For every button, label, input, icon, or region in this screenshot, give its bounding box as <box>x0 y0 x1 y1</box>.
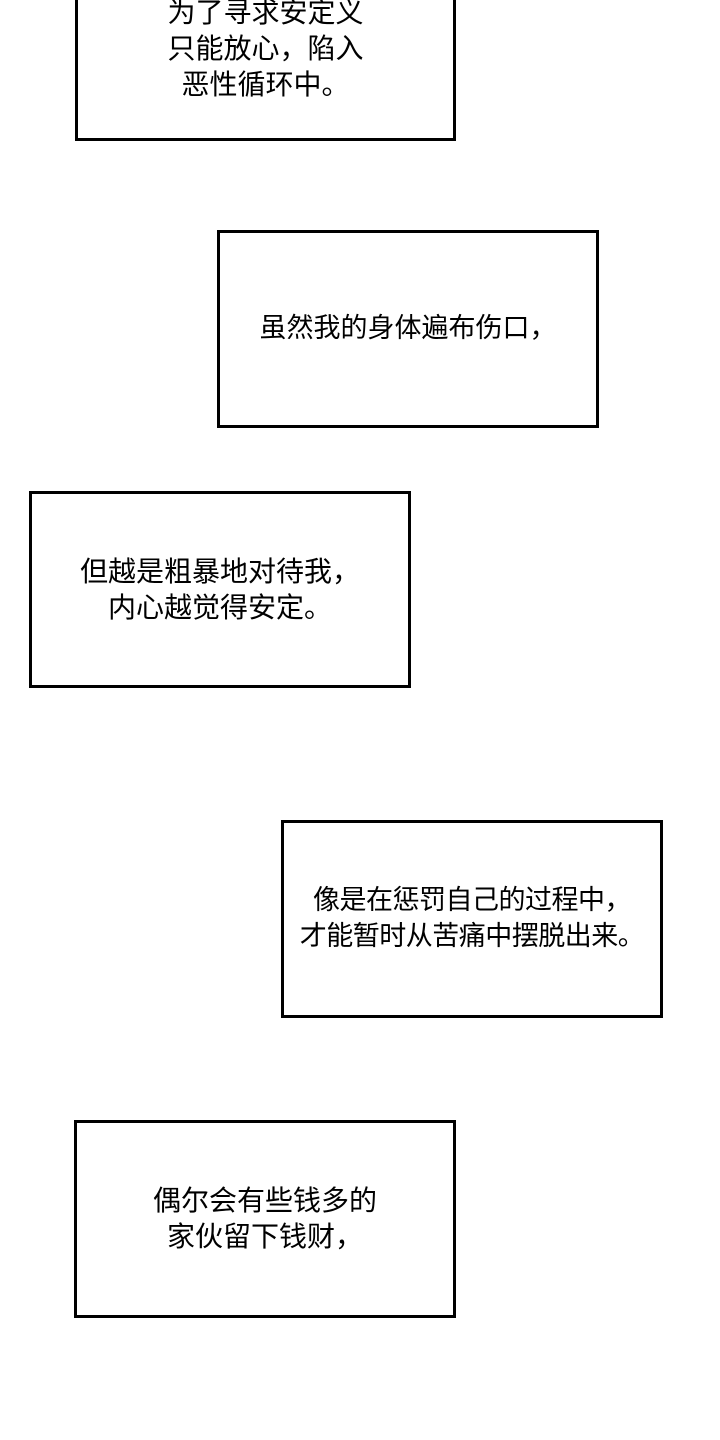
caption-box-3: 但越是粗暴地对待我， 内心越觉得安定。 <box>29 491 411 688</box>
caption-box-4: 像是在惩罚自己的过程中， 才能暂时从苦痛中摆脱出来。 <box>281 820 663 1018</box>
caption-line: 为了寻求安定义 <box>167 0 364 29</box>
caption-box-5: 偶尔会有些钱多的 家伙留下钱财， <box>74 1120 456 1318</box>
caption-line: 偶尔会有些钱多的 <box>152 1184 377 1217</box>
caption-line: 家伙留下钱财， <box>166 1220 363 1253</box>
caption-line: 只能放心，陷入 <box>167 32 364 65</box>
caption-line: 内心越觉得安定。 <box>107 590 332 624</box>
caption-line: 才能暂时从苦痛中摆脱出来。 <box>299 921 645 952</box>
caption-line: 虽然我的身体遍布伤口， <box>259 313 557 344</box>
caption-box-2: 虽然我的身体遍布伤口， <box>217 230 599 428</box>
caption-line: 恶性循环中。 <box>181 68 350 101</box>
caption-line: 但越是粗暴地对待我， <box>79 554 360 588</box>
caption-line: 像是在惩罚自己的过程中， <box>313 885 632 916</box>
caption-box-1: 为了寻求安定义 只能放心，陷入 恶性循环中。 <box>75 0 456 141</box>
